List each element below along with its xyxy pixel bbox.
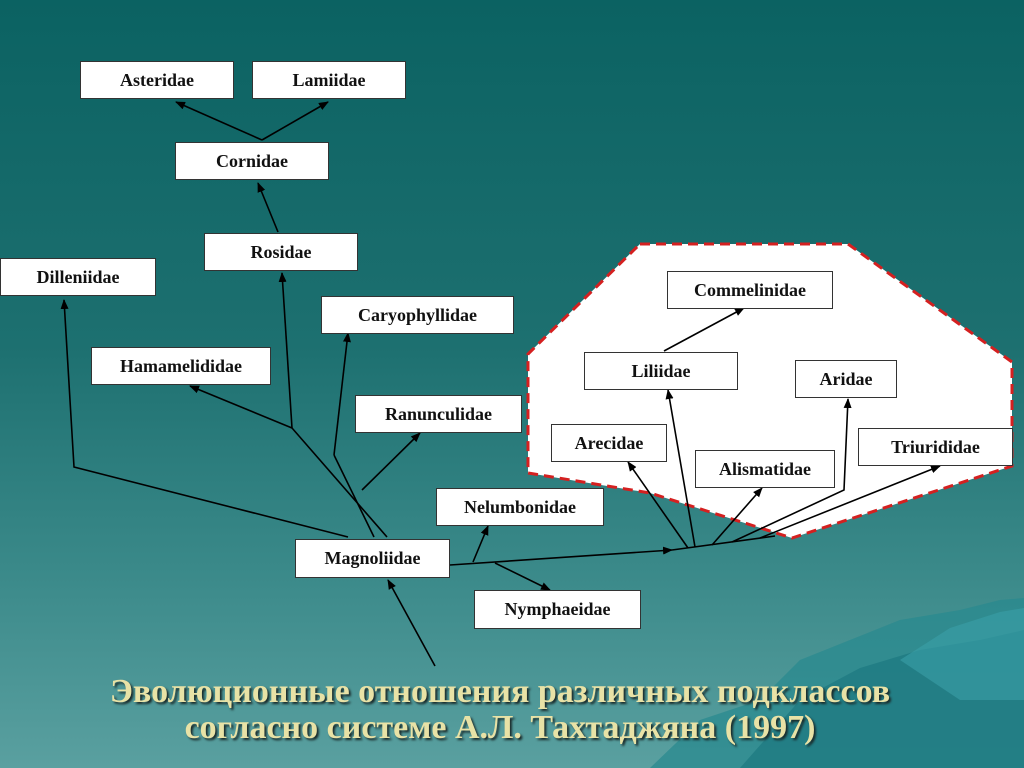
line-caryophyllidae-branch <box>333 332 351 456</box>
caption-line-2: согласно системе А.Л. Тахтаджяна (1997) <box>184 709 816 746</box>
taxon-alismatidae: Alismatidae <box>695 450 835 488</box>
line-magnoliidae-dilleniidae <box>60 299 349 538</box>
taxon-rosidae: Rosidae <box>204 233 358 271</box>
line-liliidae-commelinidae <box>663 307 745 352</box>
taxon-nelumbonidae: Nelumbonidae <box>436 488 604 526</box>
line-magnoliidae-monocots <box>449 546 673 566</box>
line-monocot-stem <box>671 535 776 551</box>
taxon-ranunculidae: Ranunculidae <box>355 395 522 433</box>
caption-line-1: Эволюционные отношения различных подклас… <box>109 673 891 710</box>
line-nymphaeidae <box>494 562 551 591</box>
line-cornidae-lamiidae <box>261 101 329 141</box>
taxon-nymphaeidae: Nymphaeidae <box>474 590 641 629</box>
taxon-hamamelididae: Hamamelididae <box>91 347 271 385</box>
taxon-aridae: Aridae <box>795 360 897 398</box>
line-monocot-liliidae <box>665 389 696 548</box>
line-nelumbonidae <box>472 525 489 563</box>
taxon-lamiidae: Lamiidae <box>252 61 406 99</box>
line-monocot-aridae <box>731 398 852 543</box>
line-monocot-triurididae <box>759 465 941 539</box>
line-stem-hamamelididae <box>189 385 293 429</box>
line-ranunculidae <box>361 432 421 491</box>
phylogeny-lines <box>60 101 941 667</box>
taxon-cornidae: Cornidae <box>175 142 329 180</box>
taxon-magnoliidae: Magnoliidae <box>295 539 450 578</box>
taxon-triurididae: Triurididae <box>858 428 1013 466</box>
line-magnoliidae-caryophyllidae <box>333 454 375 538</box>
taxon-caryophyllidae: Caryophyllidae <box>321 296 514 334</box>
line-monocot-alismatidae <box>711 487 763 546</box>
taxon-dilleniidae: Dilleniidae <box>0 258 156 296</box>
taxon-asteridae: Asteridae <box>80 61 234 99</box>
line-root-magnoliidae <box>387 579 436 667</box>
line-magnoliidae-stem-upper <box>291 427 388 538</box>
line-stem-rosidae <box>278 272 293 429</box>
taxon-liliidae: Liliidae <box>584 352 738 390</box>
line-cornidae-asteridae <box>175 101 263 141</box>
line-monocot-arecidae <box>627 461 689 549</box>
taxon-commelinidae: Commelinidae <box>667 271 833 309</box>
line-rosidae-cornidae <box>257 182 279 233</box>
slide-caption: Эволюционные отношения различных подклас… <box>0 674 1000 746</box>
iceberg-decoration <box>650 598 1024 768</box>
taxon-arecidae: Arecidae <box>551 424 667 462</box>
